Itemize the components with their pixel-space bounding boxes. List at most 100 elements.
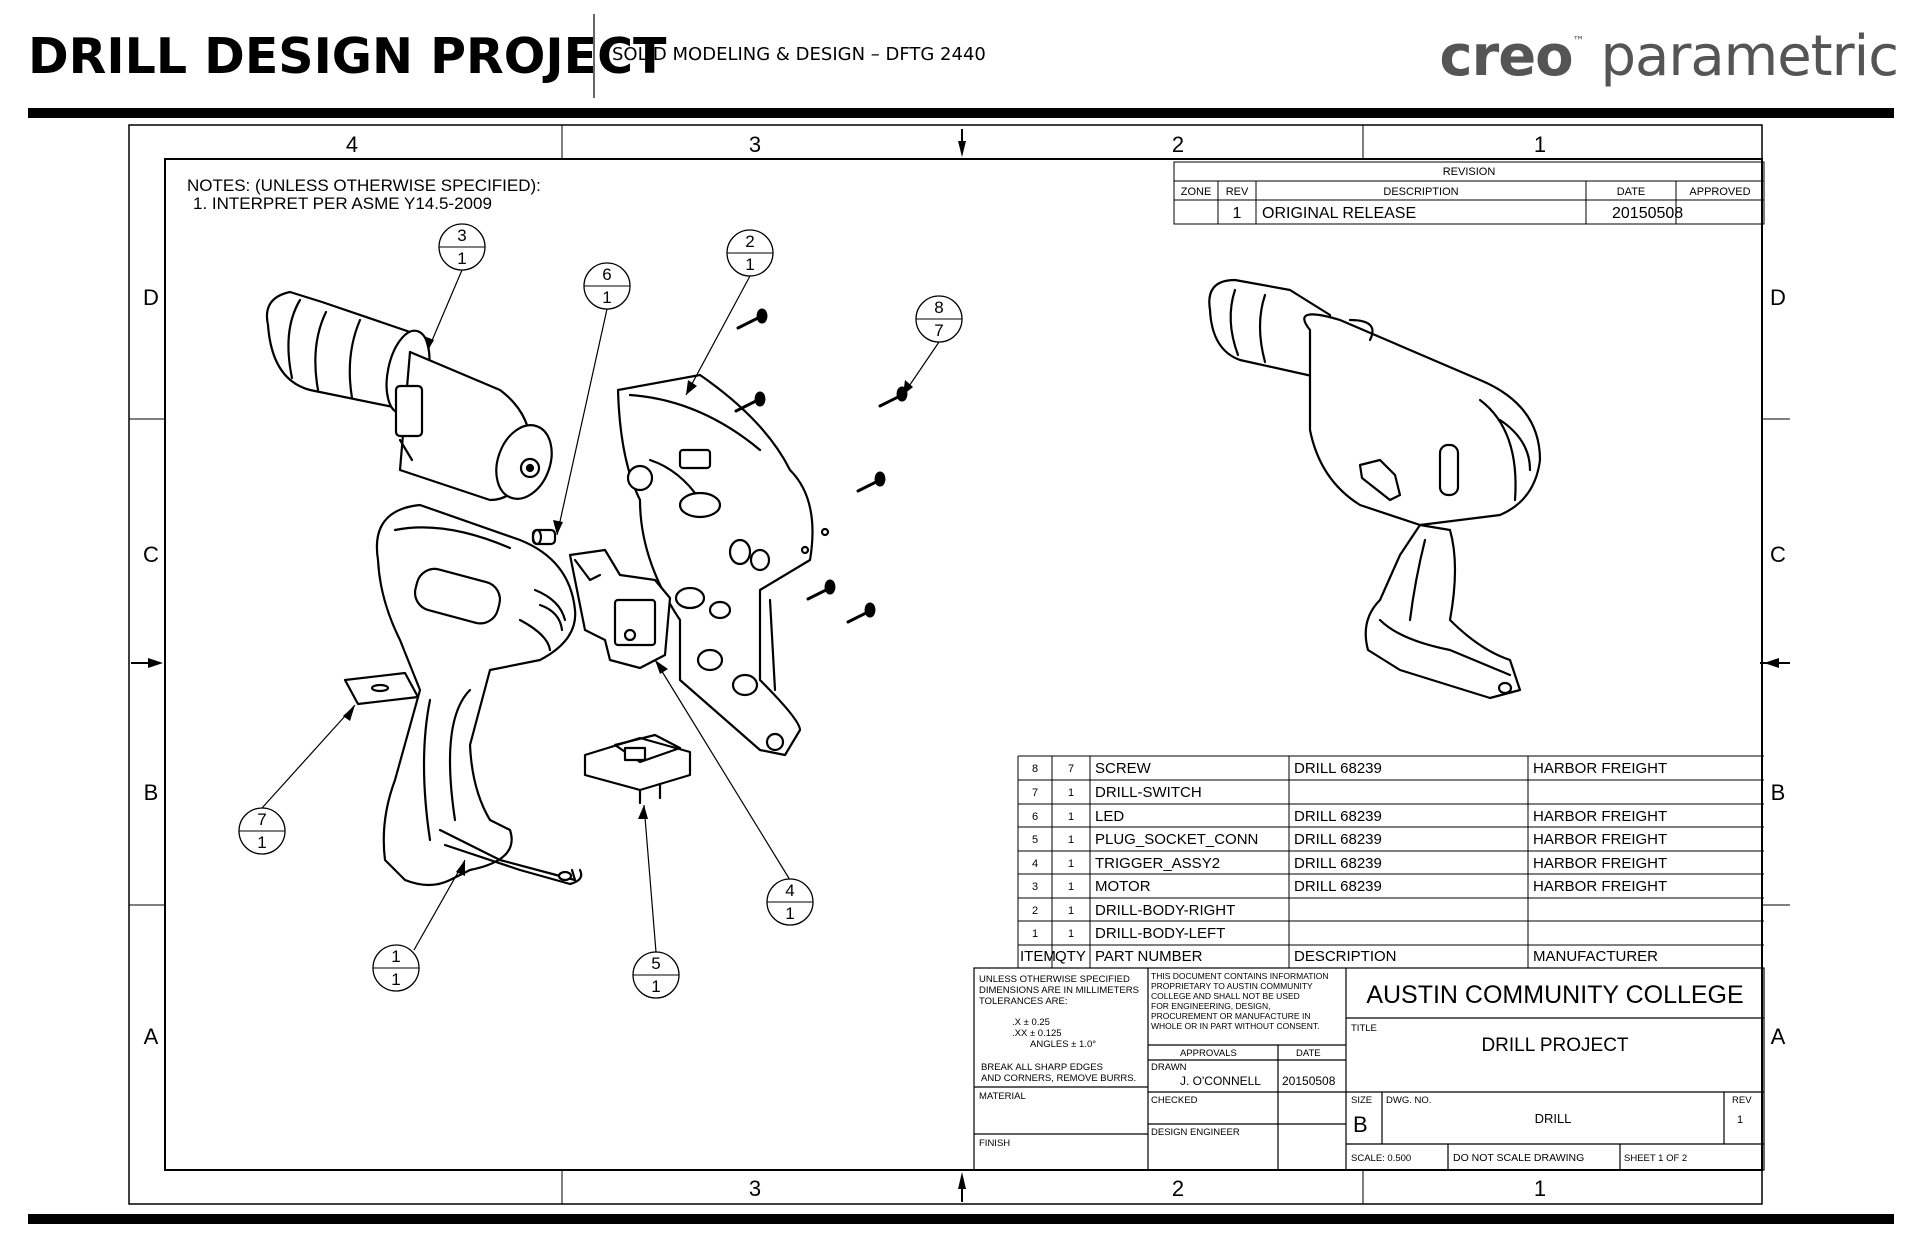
balloon-1-item: 1 (391, 947, 400, 966)
tol-xx: .XX ± 0.125 (1012, 1028, 1062, 1039)
bom-part: MOTOR (1095, 878, 1151, 895)
bom-part: SCREW (1095, 760, 1152, 777)
bom-qty: 1 (1068, 834, 1074, 846)
bom-qty: 1 (1068, 787, 1074, 799)
bom-desc: DRILL 68239 (1294, 808, 1382, 825)
left-center-arrow (148, 658, 163, 668)
led-part (531, 528, 557, 546)
bom-desc: DRILL 68239 (1294, 878, 1382, 895)
approvals-date-label: DATE (1296, 1048, 1321, 1059)
balloon-4-item: 4 (785, 881, 794, 900)
title-label: TITLE (1351, 1023, 1377, 1034)
rev-row-date: 20150508 (1612, 205, 1683, 222)
zone-right-b: B (1771, 780, 1786, 805)
zone-top-4: 4 (346, 132, 358, 157)
bom-table (1017, 755, 1764, 968)
leader-lines (261, 269, 940, 953)
rev-row-rev: 1 (1233, 205, 1242, 222)
balloon-4-qty: 1 (785, 904, 794, 923)
screws (734, 308, 908, 624)
notes-heading: NOTES: (UNLESS OTHERWISE SPECIFIED): (187, 176, 541, 195)
bom-rows: 8 7 7 1 6 1 5 1 4 1 3 1 2 1 1 1 SCREW DR… (1020, 760, 1667, 965)
footer-rule (28, 1214, 1894, 1224)
assembled-drill-view (1208, 278, 1542, 700)
bom-header-item: ITEM (1020, 948, 1056, 965)
header-divider (593, 14, 595, 98)
bom-qty: 1 (1068, 905, 1074, 917)
balloon-8-qty: 7 (934, 321, 943, 340)
rev-header-approved: APPROVED (1689, 186, 1750, 198)
no-scale-text: DO NOT SCALE DRAWING (1453, 1152, 1584, 1164)
balloon-6-item: 6 (602, 265, 611, 284)
zone-bottom-3: 3 (749, 1176, 761, 1201)
balloon-3-item: 3 (457, 226, 466, 245)
course-subtitle: SOLID MODELING & DESIGN – DFTG 2440 (612, 44, 986, 65)
company-name: AUSTIN COMMUNITY COLLEGE (1366, 981, 1743, 1009)
bom-mfr: HARBOR FREIGHT (1533, 760, 1667, 777)
plug-socket-conn (583, 733, 692, 805)
bom-part: PLUG_SOCKET_CONN (1095, 831, 1258, 848)
balloon-6-qty: 1 (602, 288, 611, 307)
zone-left-b: B (144, 780, 159, 805)
rev-header-rev: REV (1226, 186, 1249, 198)
drawn-by: J. O'CONNELL (1180, 1074, 1261, 1088)
inner-border (164, 158, 1763, 1171)
drill-body-right (616, 373, 830, 757)
exploded-view (265, 290, 908, 887)
logo-tm: ™ (1572, 34, 1585, 48)
bom-qty: 1 (1068, 858, 1074, 870)
bom-item: 8 (1032, 763, 1038, 775)
revision-number: 1 (1737, 1114, 1743, 1126)
bom-item: 5 (1032, 834, 1038, 846)
bom-header-desc: DESCRIPTION (1294, 948, 1397, 965)
bom-desc: DRILL 68239 (1294, 855, 1382, 872)
bom-header-mfr: MANUFACTURER (1533, 948, 1658, 965)
drill-body-left (375, 503, 583, 887)
rev-header-description: DESCRIPTION (1383, 186, 1458, 198)
bom-item: 4 (1032, 858, 1038, 870)
checked-label: CHECKED (1151, 1095, 1198, 1106)
balloon-5-item: 5 (651, 954, 660, 973)
balloon-3-qty: 1 (457, 249, 466, 268)
bom-header-qty: QTY (1055, 948, 1086, 965)
approvals-label: APPROVALS (1180, 1048, 1237, 1059)
drawn-date: 20150508 (1282, 1074, 1336, 1088)
tol-x: .X ± 0.25 (1012, 1017, 1050, 1028)
rev-header-date: DATE (1617, 186, 1646, 198)
balloon-2-item: 2 (745, 232, 754, 251)
tol-line-2: DIMENSIONS ARE IN MILLIMETERS (979, 985, 1139, 996)
zone-right-d: D (1770, 285, 1786, 310)
dwgno-label: DWG. NO. (1386, 1095, 1431, 1106)
bom-mfr: HARBOR FREIGHT (1533, 808, 1667, 825)
scale-text: SCALE: 0.500 (1351, 1153, 1411, 1164)
zone-left-d: D (143, 285, 159, 310)
bom-item: 7 (1032, 787, 1038, 799)
size-label: SIZE (1351, 1095, 1372, 1106)
motor-assembly (265, 290, 553, 502)
rev-row-description: ORIGINAL RELEASE (1262, 205, 1416, 222)
finish-label: FINISH (979, 1138, 1010, 1149)
bom-desc: DRILL 68239 (1294, 831, 1382, 848)
bom-part: TRIGGER_ASSY2 (1095, 855, 1220, 872)
zone-right-c: C (1770, 542, 1786, 567)
sheet-text: SHEET 1 OF 2 (1624, 1153, 1687, 1164)
break-edges-2: AND CORNERS, REMOVE BURRS. (981, 1073, 1136, 1084)
design-engineer-label: DESIGN ENGINEER (1151, 1127, 1240, 1138)
zone-left-c: C (143, 542, 159, 567)
bom-qty: 1 (1068, 811, 1074, 823)
zone-bottom-2: 2 (1172, 1176, 1184, 1201)
proprietary-1: THIS DOCUMENT CONTAINS INFORMATION (1151, 971, 1329, 981)
tol-angles: ANGLES ± 1.0° (1030, 1039, 1096, 1050)
revision-title: REVISION (1443, 166, 1496, 178)
bom-qty: 1 (1068, 928, 1074, 940)
balloon-1-qty: 1 (391, 970, 400, 989)
bom-item: 1 (1032, 928, 1038, 940)
zone-left-a: A (144, 1024, 159, 1049)
notes-item-1: 1. INTERPRET PER ASME Y14.5-2009 (193, 194, 492, 213)
bom-mfr: HARBOR FREIGHT (1533, 831, 1667, 848)
trigger-assembly (568, 548, 672, 670)
bom-item: 6 (1032, 811, 1038, 823)
revision-table (1173, 161, 1765, 225)
project-title: DRILL DESIGN PROJECT (28, 28, 667, 85)
